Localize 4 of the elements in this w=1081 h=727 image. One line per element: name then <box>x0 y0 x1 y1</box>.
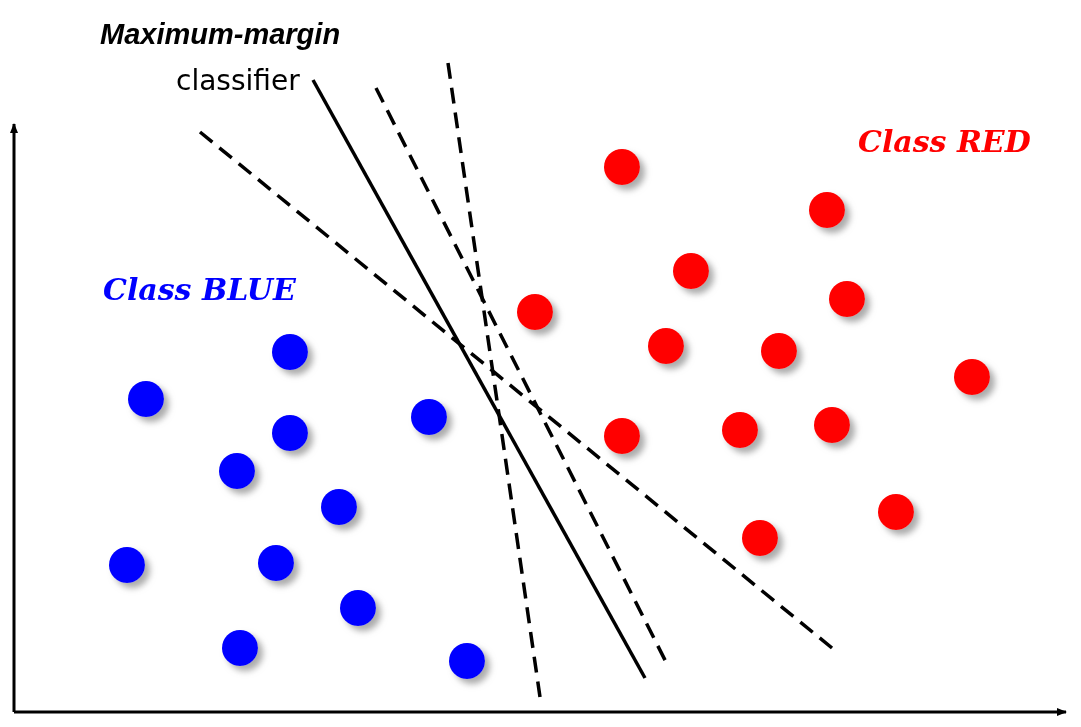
class-label: Class RED <box>858 124 1031 159</box>
classifier-title: Maximum-margin <box>100 18 341 51</box>
classifier-label: classifier <box>176 64 300 97</box>
class-label: Class BLUE <box>103 272 296 307</box>
